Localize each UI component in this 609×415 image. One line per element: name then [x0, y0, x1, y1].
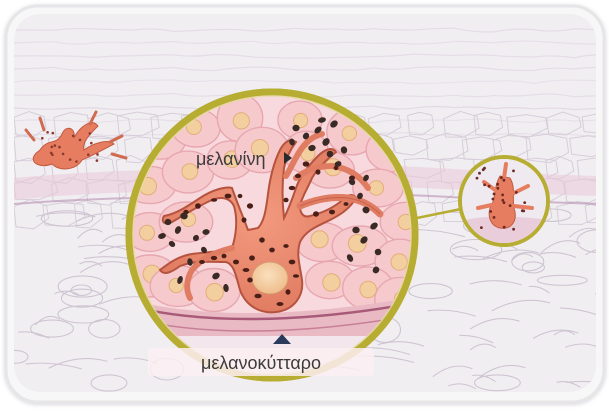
melanocyte-nucleus — [252, 262, 288, 294]
melanin-label-text: μελανίνη — [196, 149, 266, 169]
melanocyte-label-text: μελανοκύτταρο — [201, 353, 321, 373]
